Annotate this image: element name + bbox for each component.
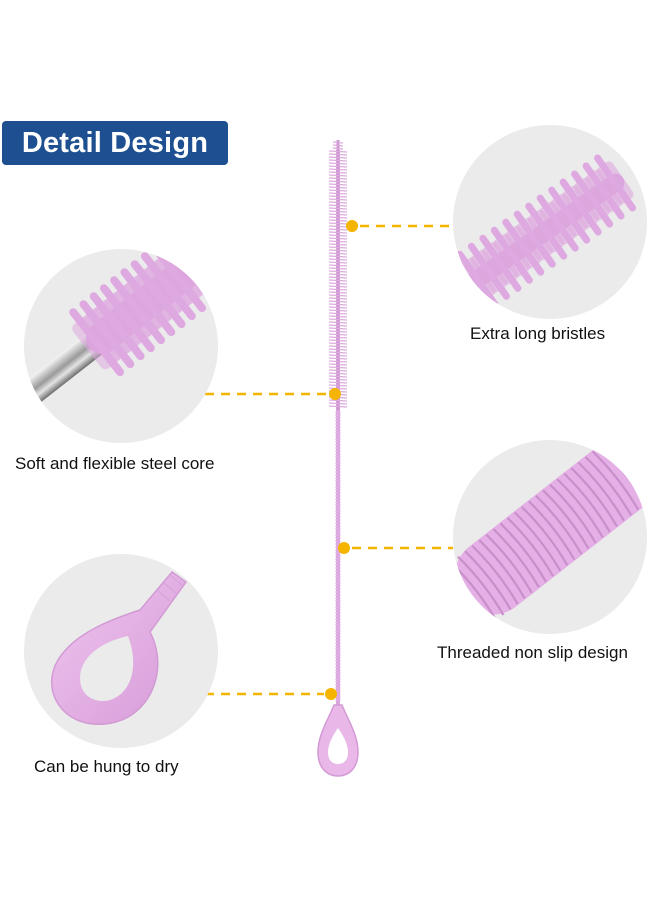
callout-dot-thread (338, 542, 350, 554)
callout-dots (325, 220, 358, 700)
cleaning-brush (317, 140, 359, 777)
title-badge: Detail Design (2, 121, 228, 165)
bristles-closeup-circle (453, 125, 647, 319)
hanging-loop-closeup-circle (24, 554, 218, 748)
callout-dot-bristles (346, 220, 358, 232)
callout-dot-core (329, 388, 341, 400)
threaded-closeup-circle (453, 440, 647, 634)
feature-label-thread: Threaded non slip design (437, 643, 628, 662)
feature-label-core: Soft and flexible steel core (15, 454, 215, 473)
callout-dot-loop (325, 688, 337, 700)
feature-label-loop: Can be hung to dry (34, 757, 179, 776)
hanging-loop-hole (328, 728, 348, 764)
steel-core-closeup-circle (24, 249, 218, 443)
bristle-rows (328, 141, 348, 408)
handle-threads (335, 411, 341, 701)
callout-lines (205, 224, 453, 696)
feature-label-bristles: Extra long bristles (470, 324, 606, 343)
